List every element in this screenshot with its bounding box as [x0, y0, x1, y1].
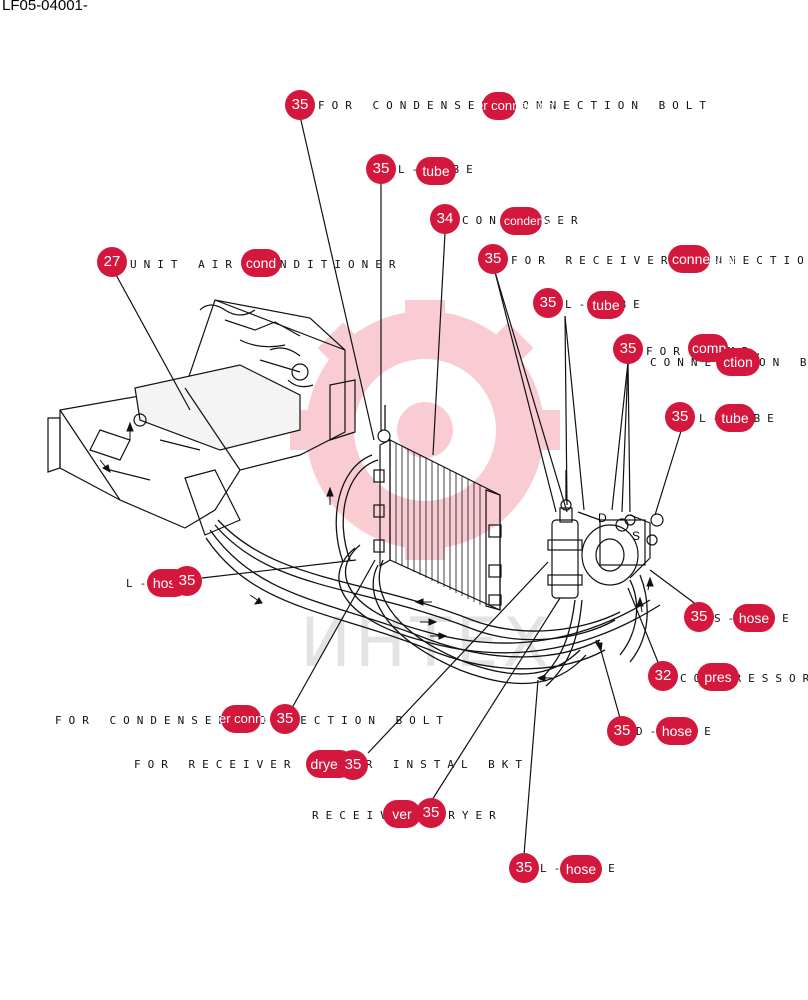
- flow-arrows: [99, 421, 654, 682]
- callout-badge: 35: [613, 334, 643, 364]
- callout-badge: 35: [285, 90, 315, 120]
- marker-chip: condenser: [500, 207, 560, 235]
- port-d-label: D: [598, 511, 607, 525]
- callout-badge: 34: [430, 204, 460, 234]
- marker-chip: tube: [715, 404, 755, 432]
- callout-badge: 35: [366, 154, 396, 184]
- marker-chip: tube: [587, 291, 625, 319]
- marker-chip: ver: [383, 800, 421, 828]
- receiver-dryer-drawing: [547, 499, 583, 599]
- compressor-drawing: [581, 513, 664, 586]
- marker-chip: ction: [716, 348, 760, 376]
- callout-badge: 35: [509, 853, 539, 883]
- callout-badge: 27: [97, 247, 127, 277]
- marker-chip: hose: [733, 604, 775, 632]
- marker-chip: er connection: [476, 92, 554, 120]
- callout-badge: 32: [648, 661, 678, 691]
- callout-badge: 35: [533, 288, 563, 318]
- callout-badge: 35: [478, 244, 508, 274]
- marker-chip: pres: [697, 663, 739, 691]
- callout-badge: 35: [607, 716, 637, 746]
- unit-air-conditioner-drawing: [47, 299, 356, 536]
- label-receiver-connection: FOR RECEIVER CONNECTION: [511, 254, 808, 267]
- marker-chip: cond: [241, 249, 281, 277]
- marker-chip: tube: [416, 157, 456, 185]
- port-s-label: S: [632, 529, 641, 543]
- callout-badge: 35: [338, 750, 368, 780]
- marker-chip: connection: [668, 245, 740, 273]
- marker-chip: hose: [656, 717, 698, 745]
- leader-lines: [114, 115, 698, 856]
- marker-chip: hose: [560, 855, 602, 883]
- callout-badge: 35: [684, 602, 714, 632]
- callout-badge: 35: [270, 704, 300, 734]
- marker-chip: er connection: [219, 705, 297, 733]
- hoses-drawing: [205, 405, 661, 687]
- doc-code: LF05-04001-: [2, 0, 88, 14]
- callout-badge: 35: [172, 566, 202, 596]
- condenser-drawing: [373, 429, 502, 611]
- callout-badge: 35: [665, 402, 695, 432]
- callout-badge: 35: [416, 798, 446, 828]
